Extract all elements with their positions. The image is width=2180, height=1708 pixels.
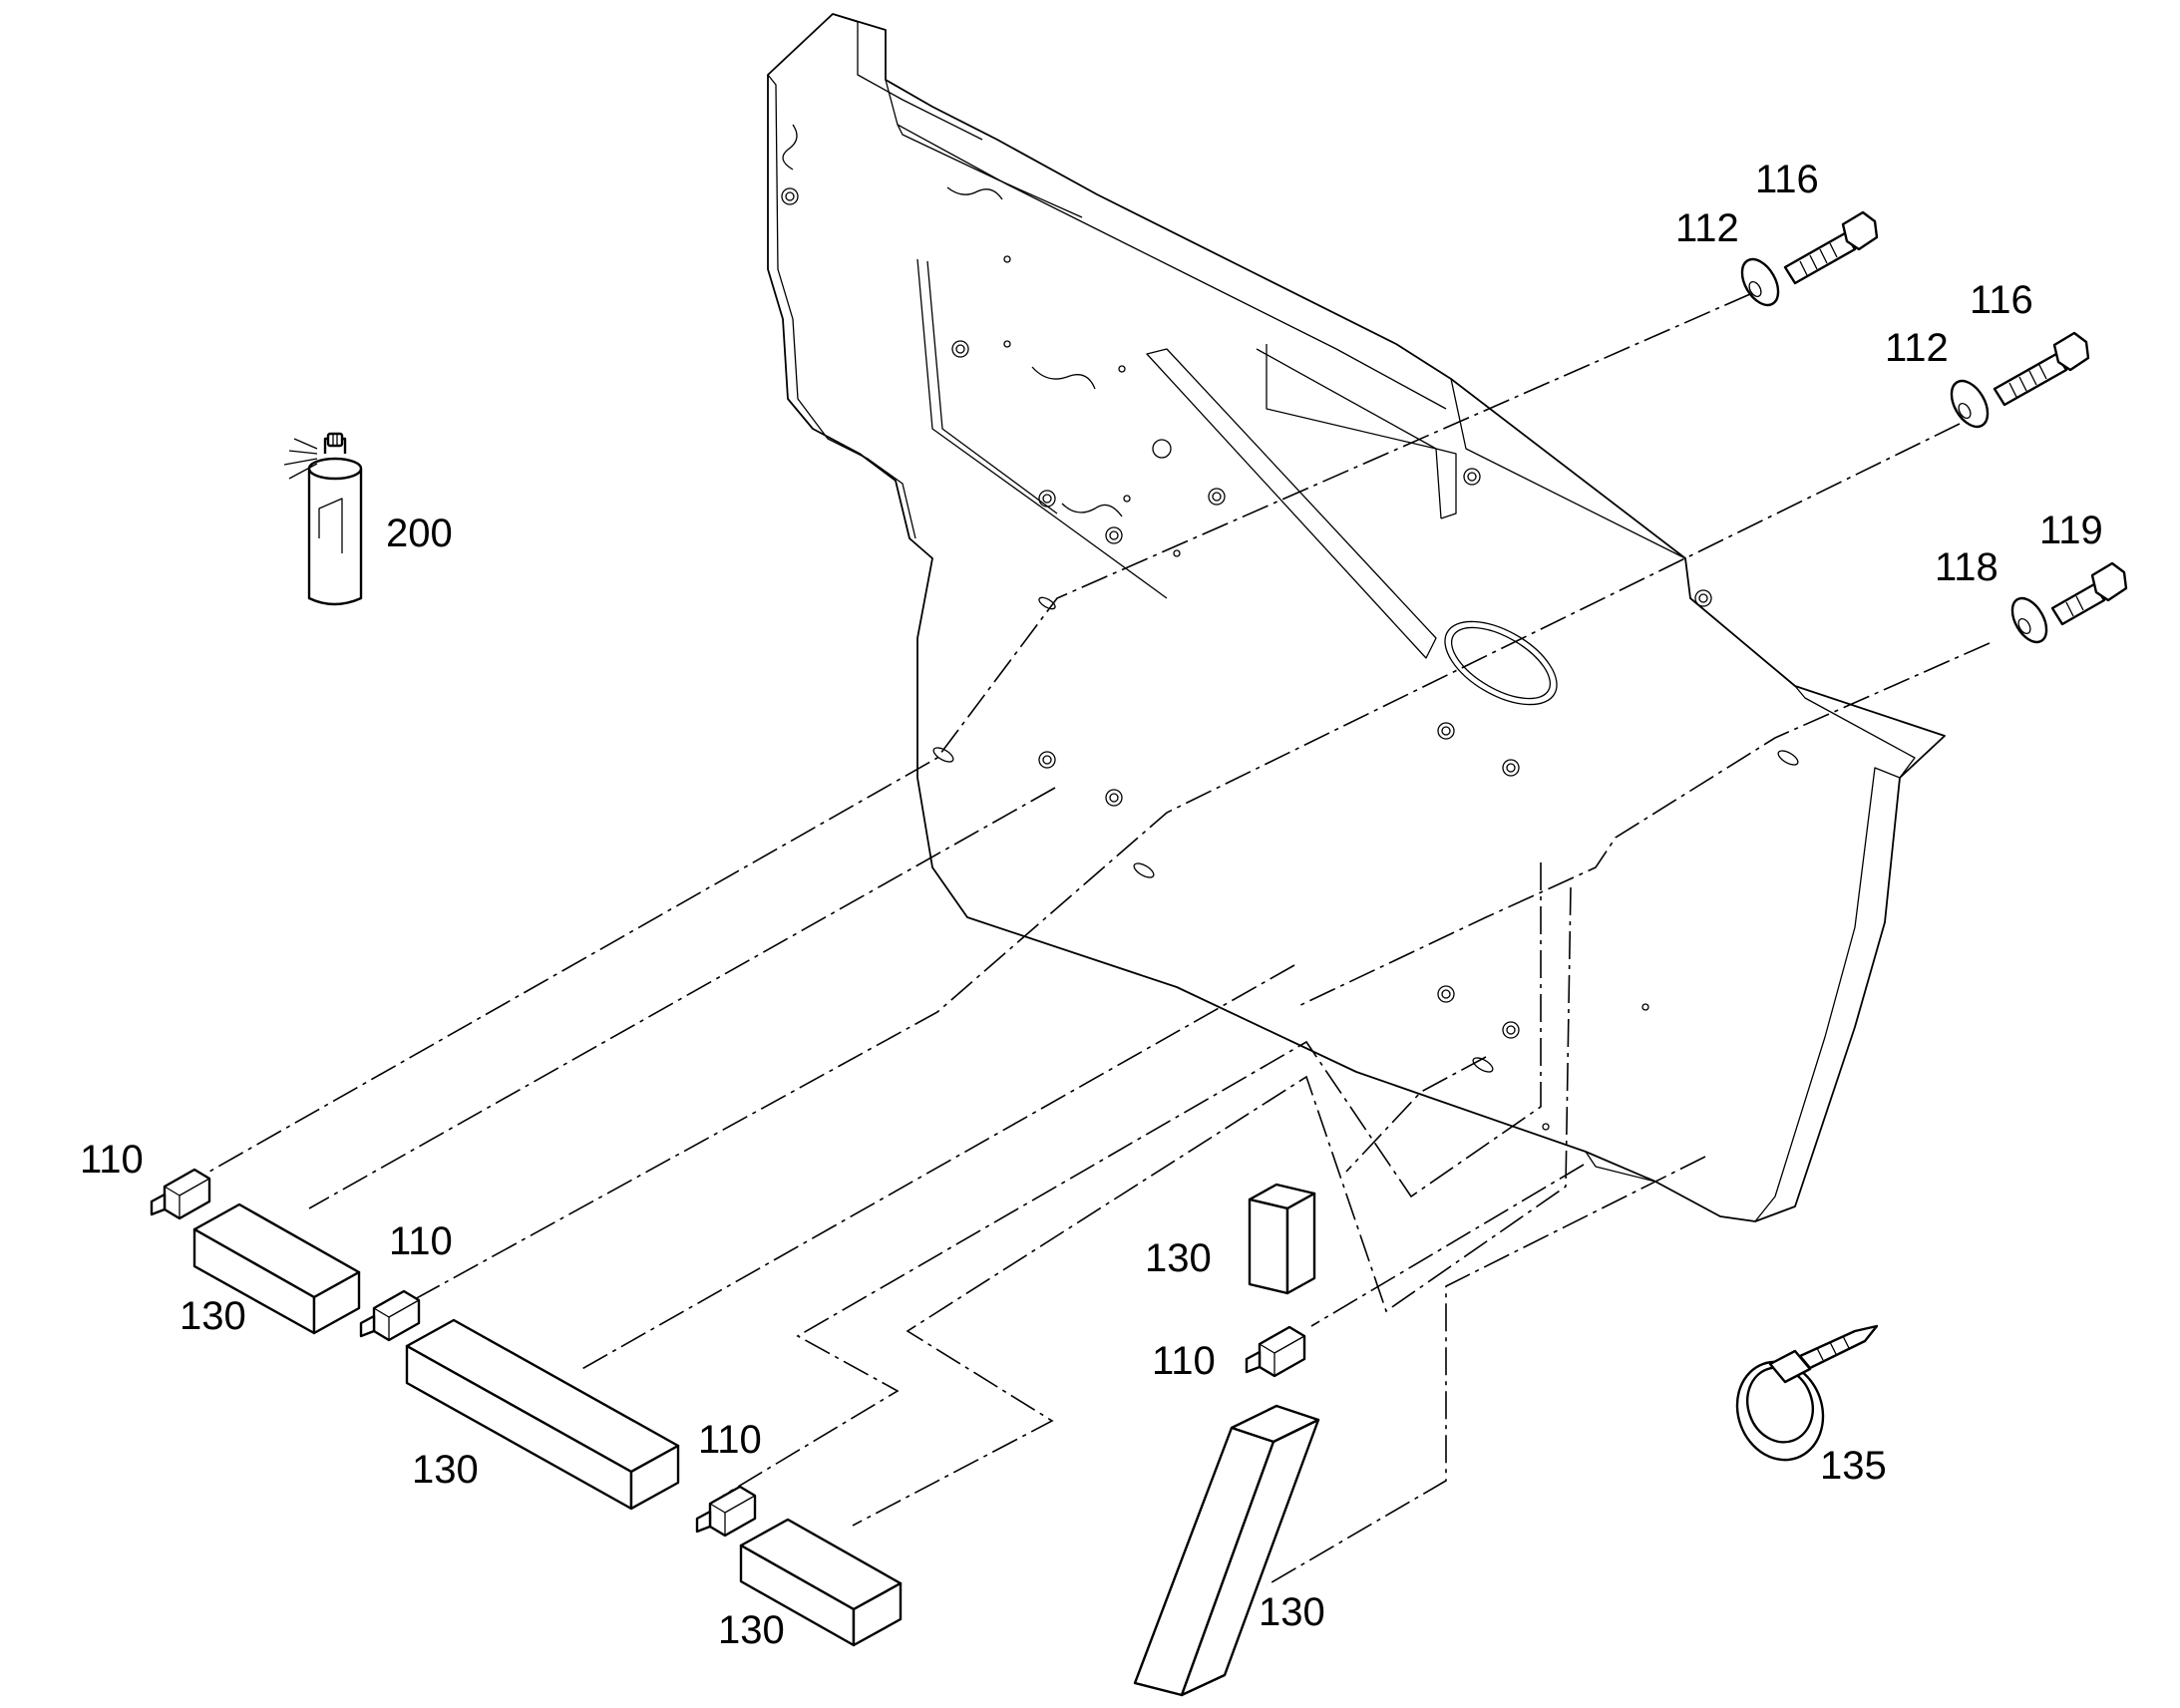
spacer-part-110-d — [1245, 1325, 1306, 1378]
callout-130-a: 130 — [180, 1294, 246, 1338]
callout-130-d: 130 — [1145, 1236, 1212, 1280]
callout-116-upper: 116 — [1755, 158, 1819, 201]
spacer-part-110-b — [359, 1289, 421, 1342]
spacer-part-110-a — [150, 1168, 211, 1220]
callout-130-c: 130 — [718, 1608, 785, 1652]
cable-tie-part-135 — [1735, 1324, 1879, 1462]
foam-block-part-130-d — [1248, 1183, 1316, 1295]
callout-130-e: 130 — [1259, 1590, 1325, 1634]
callout-110-b: 110 — [389, 1219, 453, 1263]
bolt-part-119 — [2050, 561, 2128, 626]
callout-119: 119 — [2039, 509, 2103, 552]
callout-135: 135 — [1820, 1444, 1887, 1488]
callout-130-b: 130 — [412, 1448, 479, 1492]
bolt-part-116-upper — [1783, 210, 1879, 285]
callout-110-a: 110 — [80, 1138, 144, 1182]
foam-block-part-130-b — [405, 1318, 680, 1511]
bolt-part-116-lower — [1993, 331, 2090, 407]
spray-can-part-200 — [283, 432, 363, 606]
spacer-part-110-c — [695, 1485, 757, 1537]
washer-part-112-upper — [1740, 257, 1780, 307]
side-panel — [767, 13, 1946, 1222]
callout-112-lower: 112 — [1885, 326, 1949, 370]
foam-block-part-130-e — [1133, 1404, 1320, 1697]
washer-part-118 — [2010, 596, 2048, 644]
foam-block-part-130-c — [739, 1518, 903, 1647]
washer-part-112-lower — [1950, 379, 1990, 429]
callout-118: 118 — [1935, 545, 1998, 589]
foam-block-part-130-a — [192, 1202, 361, 1335]
callout-110-c: 110 — [698, 1418, 762, 1462]
callout-110-d: 110 — [1152, 1339, 1216, 1383]
leader-lines — [208, 293, 1991, 1586]
callout-112-upper: 112 — [1675, 206, 1739, 250]
callout-200: 200 — [386, 512, 453, 555]
callout-116-lower: 116 — [1970, 278, 2033, 322]
